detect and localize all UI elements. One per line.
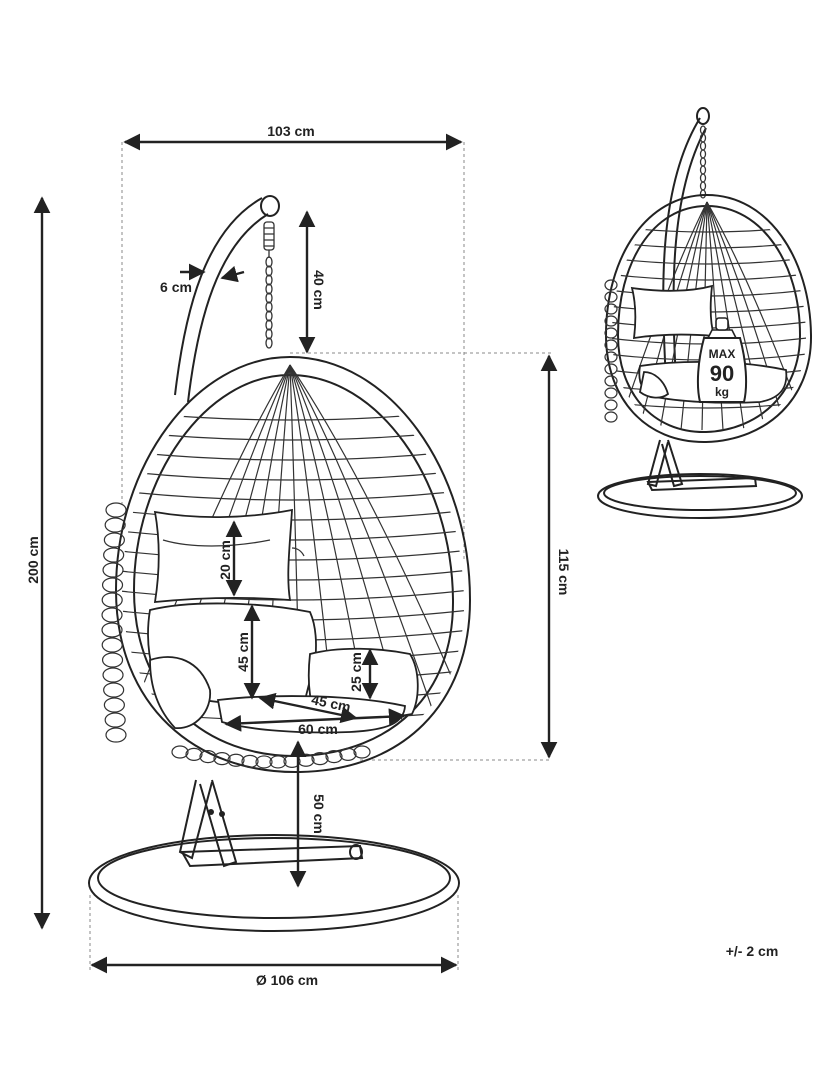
cushions [147,508,419,734]
weight-badge-value: 90 [710,361,734,386]
dimension-arrows [33,133,558,974]
basket-height-label: 115 cm [556,549,572,596]
seat-width-label: 60 cm [298,721,338,737]
armrest-cushion-label: 25 cm [348,652,364,692]
total-height-label: 200 cm [25,536,41,583]
width-top-label: 103 cm [267,123,314,139]
weight-badge-max: MAX [709,347,736,361]
chain-length-label: 40 cm [311,270,327,310]
base-diameter-label: Ø 106 cm [256,972,318,988]
pole-width-label: 6 cm [160,279,192,295]
back-cushion-label: 20 cm [217,540,233,580]
seat-height-label: 50 cm [311,794,327,834]
main-chair-drawing: 103 cm 200 cm 40 cm 115 cm 6 cm 20 cm 45… [25,123,572,988]
stand-base [88,779,460,932]
seat-back-label: 45 cm [235,632,251,672]
weight-badge: MAX 90 kg [696,317,748,403]
weight-badge-unit: kg [715,385,729,399]
small-chair-preview: MAX 90 kg [597,107,813,519]
chain [263,221,275,349]
tolerance-note: +/- 2 cm [726,943,779,959]
